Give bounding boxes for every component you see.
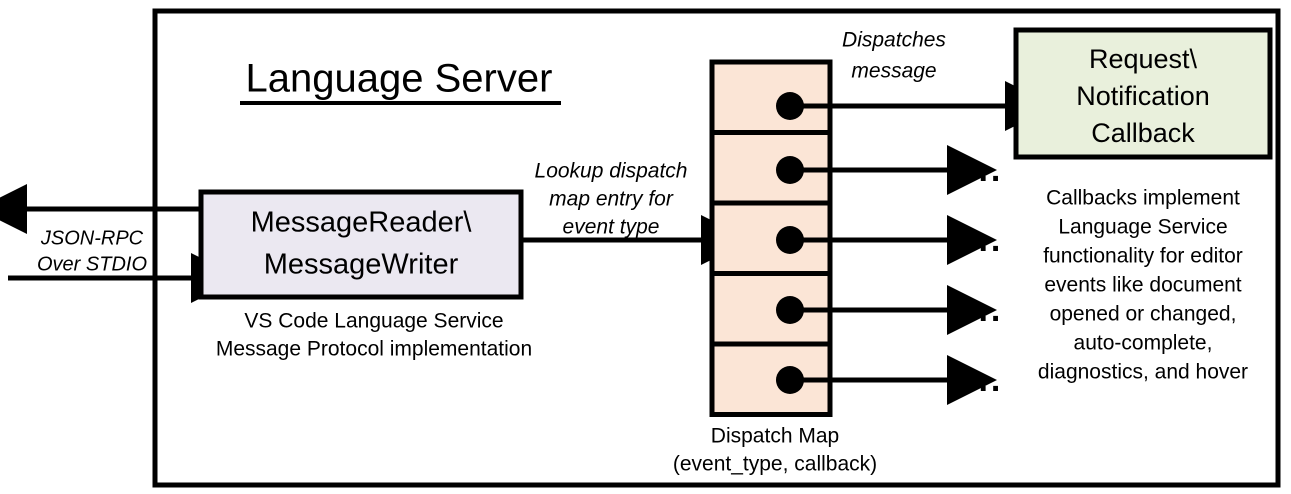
dispatch-map-caption-line2: (event_type, callback) [673, 453, 877, 476]
callback-box-line3: Callback [1091, 118, 1195, 148]
message-box-caption-line2: Message Protocol implementation [216, 338, 532, 361]
message-box-line1: MessageReader\ [251, 207, 473, 239]
dispatch-row-4-ellipsis: ... [966, 291, 1003, 329]
callback-dot-row-4 [776, 296, 804, 324]
callback-description-line-3: functionality for editor [1043, 245, 1243, 268]
transport-label-line2: Over STDIO [37, 253, 147, 275]
lookup-annotation-line2: map entry for [549, 188, 674, 211]
callback-dot-row-5 [776, 366, 804, 394]
callback-dot-row-3 [776, 226, 804, 254]
message-reader-writer-box[interactable] [198, 189, 524, 300]
dispatch-annotation-line1: Dispatches [842, 29, 946, 52]
callback-dot-row-2 [776, 156, 804, 184]
lookup-annotation-line1: Lookup dispatch [535, 160, 688, 183]
callback-box-line2: Notification [1076, 81, 1210, 111]
dispatch-row-2-ellipsis: ... [966, 151, 1003, 189]
callback-dot-row-1 [776, 92, 804, 120]
message-box-line2: MessageWriter [264, 249, 459, 281]
callback-description-line-2: Language Service [1058, 216, 1227, 239]
callback-description-line-5: opened or changed, [1050, 303, 1237, 326]
dispatch-row-3-ellipsis: ... [966, 221, 1003, 259]
callback-description-line-4: events like document [1044, 274, 1241, 297]
language-server-boundary [152, 8, 1281, 488]
page-title: Language Server [246, 57, 553, 101]
dispatch-row-5-ellipsis: ... [966, 361, 1003, 399]
dispatch-map-caption-line1: Dispatch Map [711, 425, 839, 448]
callback-description-line-7: diagnostics, and hover [1038, 361, 1248, 384]
transport-label-line1: JSON-RPC [40, 227, 144, 249]
message-box-caption-line1: VS Code Language Service [244, 310, 503, 333]
dispatch-annotation-line2: message [851, 60, 936, 83]
callback-description-line-6: auto-complete, [1074, 332, 1213, 355]
lookup-annotation-line3: event type [563, 216, 660, 239]
callback-box-line1: Request\ [1089, 44, 1198, 74]
callback-description-line-1: Callbacks implement [1046, 187, 1240, 210]
request-notification-callback-box[interactable] [1013, 27, 1273, 160]
dispatch-map-cell-1[interactable] [709, 59, 833, 135]
